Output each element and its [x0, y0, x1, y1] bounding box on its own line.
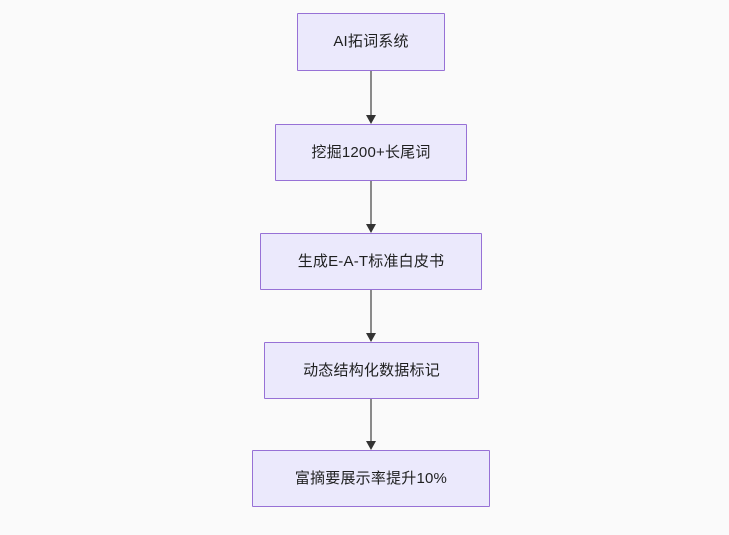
edge-line — [370, 181, 372, 225]
edge-n2-n3 — [365, 181, 376, 233]
arrowhead-icon — [365, 115, 376, 124]
arrowhead-icon — [365, 224, 376, 233]
edge-line — [370, 399, 372, 442]
flow-node-ai-keyword-system[interactable]: AI拓词系统 — [297, 13, 445, 71]
arrowhead-icon — [365, 333, 376, 342]
flow-node-dynamic-structured-data[interactable]: 动态结构化数据标记 — [264, 342, 479, 399]
edge-n4-n5 — [365, 399, 376, 450]
edge-n1-n2 — [365, 71, 376, 124]
edge-line — [370, 71, 372, 116]
flow-node-mine-longtail-keywords[interactable]: 挖掘1200+长尾词 — [275, 124, 467, 181]
flow-node-generate-eat-whitepaper[interactable]: 生成E-A-T标准白皮书 — [260, 233, 482, 290]
edge-n3-n4 — [365, 290, 376, 342]
flow-node-rich-snippet-uplift[interactable]: 富摘要展示率提升10% — [252, 450, 490, 507]
arrowhead-icon — [365, 441, 376, 450]
edge-line — [370, 290, 372, 334]
